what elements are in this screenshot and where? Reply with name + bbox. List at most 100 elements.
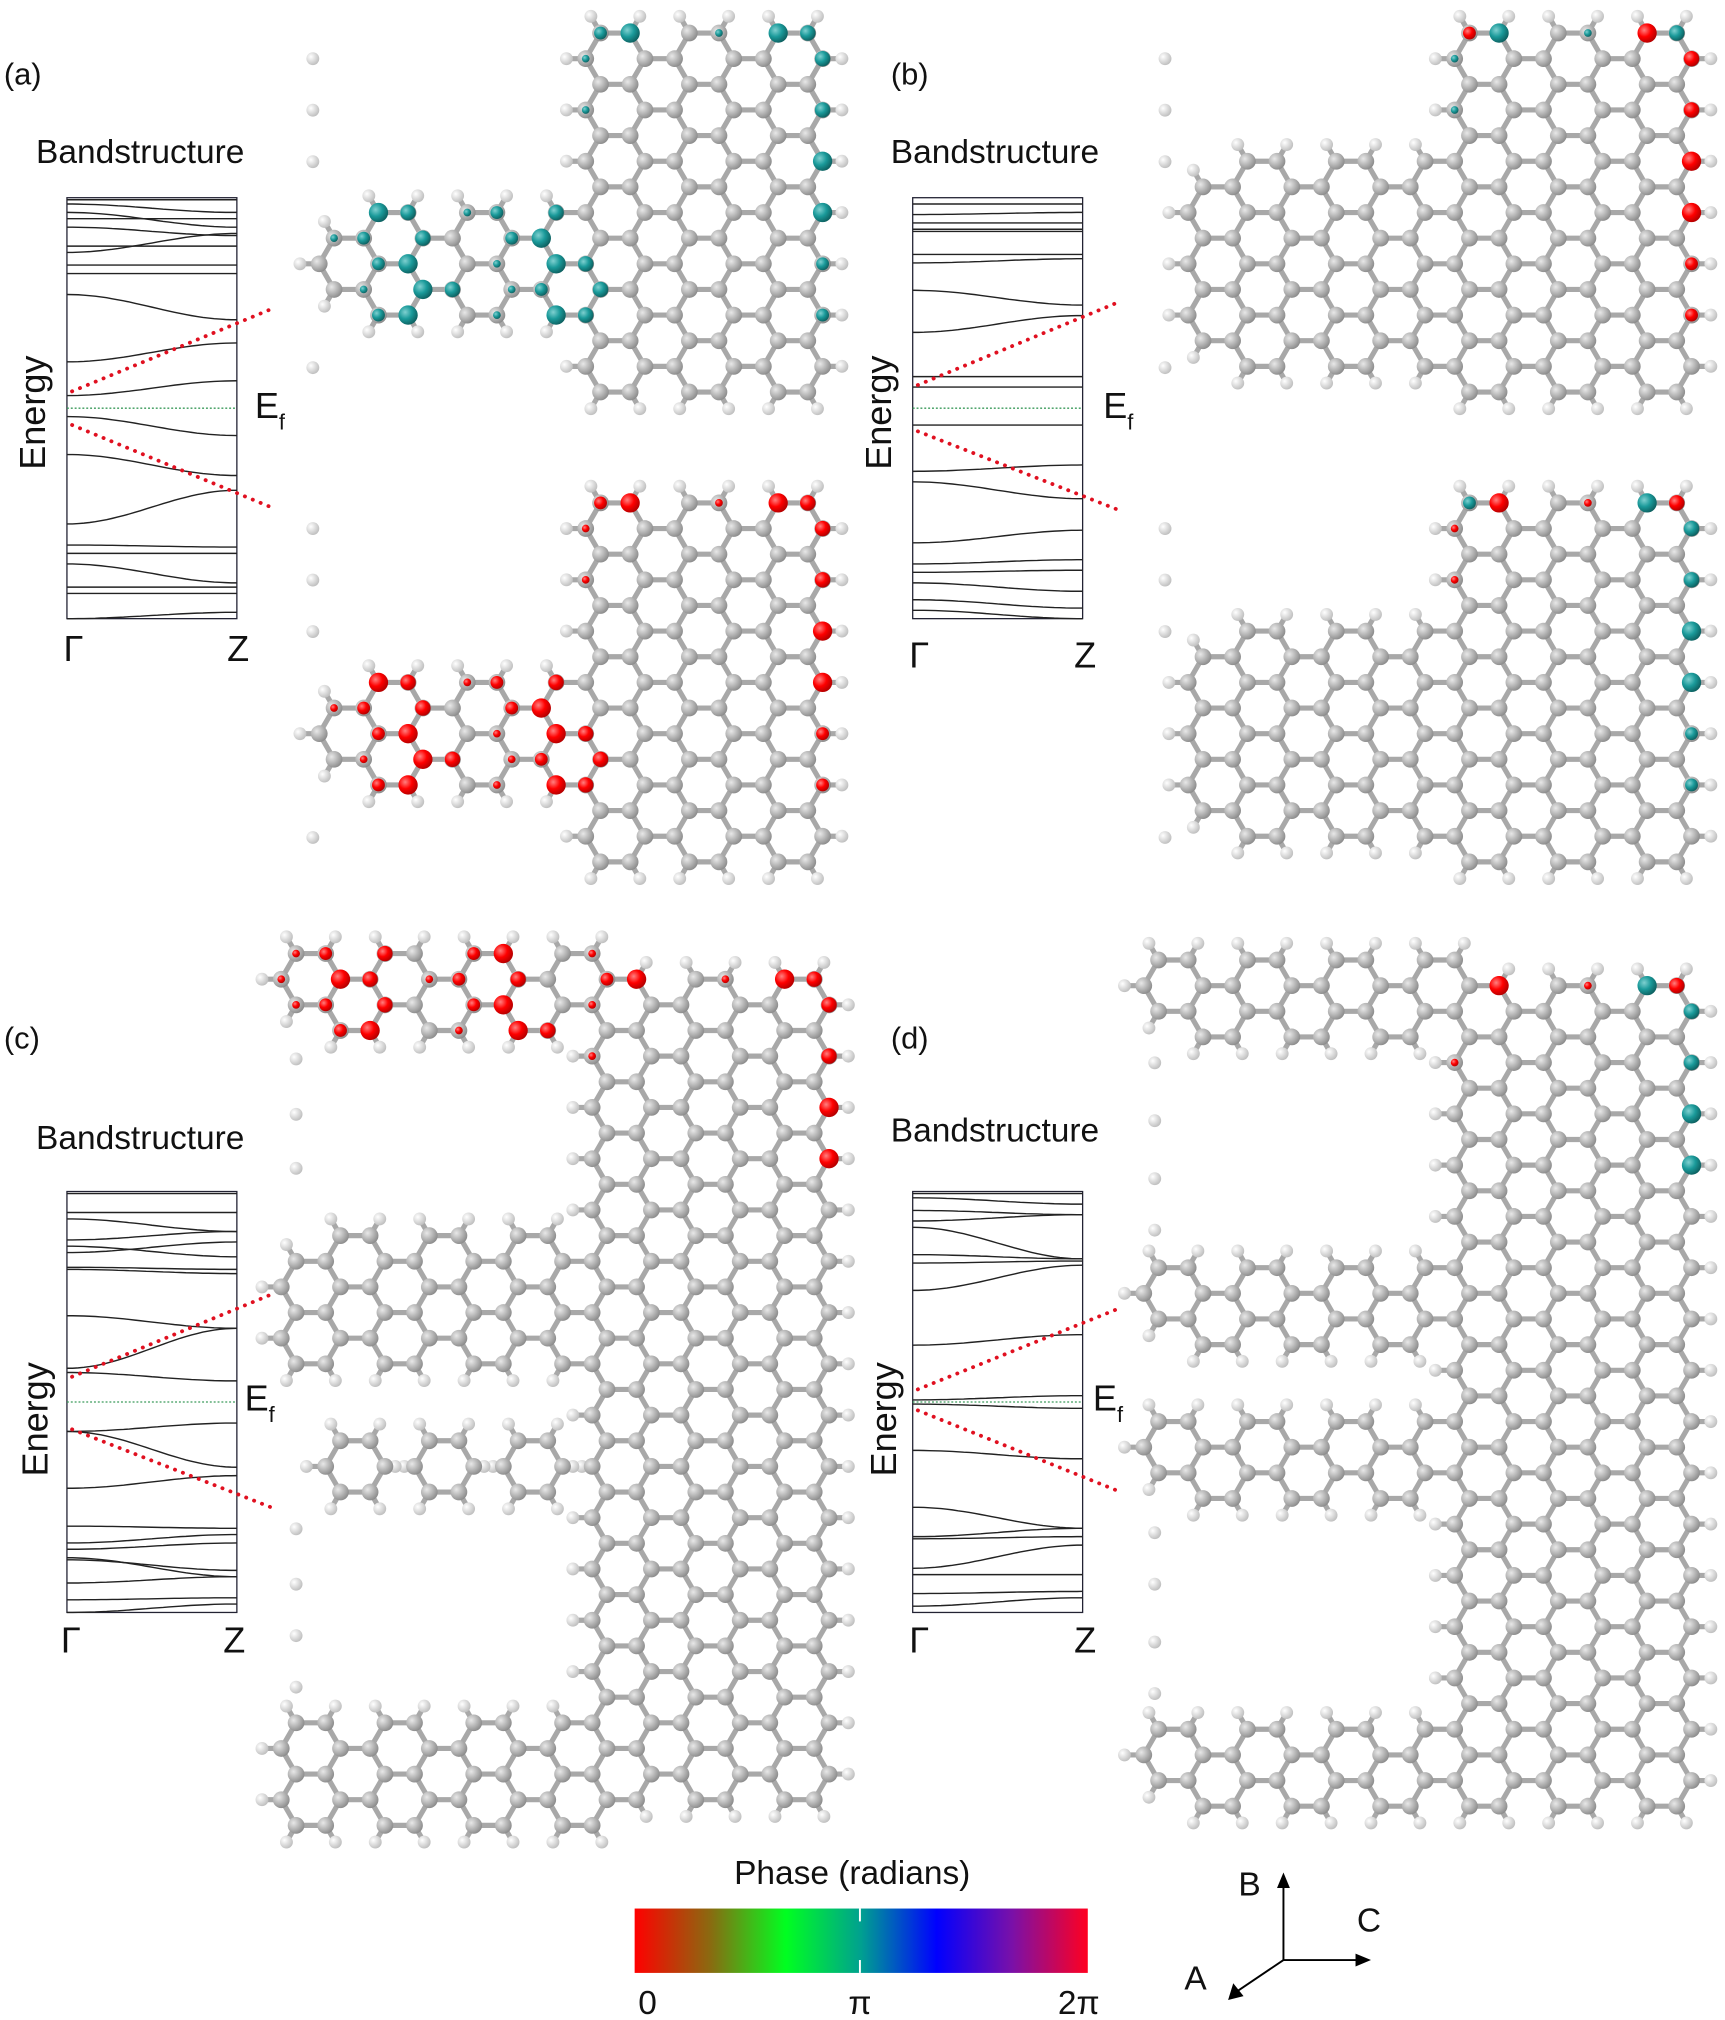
carbon-atom	[725, 674, 743, 691]
hydrogen-atom	[559, 829, 573, 843]
phase-atom-teal	[800, 25, 816, 41]
carbon-atom	[621, 281, 639, 298]
carbon-atom	[717, 1432, 734, 1450]
carbon-atom	[1446, 1413, 1464, 1430]
hydrogen-atom	[457, 930, 471, 944]
carbon-atom	[1505, 725, 1523, 743]
carbon-atom	[628, 1278, 645, 1296]
carbon-atom	[1505, 1567, 1523, 1584]
carbon-atom	[776, 1124, 793, 1142]
carbon-atom	[1446, 725, 1464, 743]
carbon-atom	[1668, 750, 1686, 768]
carbon-atom	[376, 1355, 394, 1373]
carbon-atom	[799, 597, 817, 614]
carbon-atom	[1535, 1054, 1552, 1071]
carbon-atom	[1490, 1387, 1508, 1405]
hydrogen-atom	[413, 1417, 427, 1431]
carbon-atom	[1535, 827, 1552, 845]
carbon-atom	[1505, 622, 1523, 640]
carbon-atom	[1416, 725, 1434, 743]
hydrogen-atom	[306, 103, 320, 117]
hydrogen-atom	[289, 1107, 303, 1121]
hydrogen-atom	[722, 872, 736, 886]
carbon-atom	[820, 1355, 838, 1373]
carbon-atom	[1461, 802, 1478, 819]
carbon-atom	[666, 152, 683, 170]
carbon-atom	[1446, 1618, 1464, 1636]
phase-atom-red	[505, 701, 519, 715]
carbon-atom	[1668, 1131, 1686, 1148]
hydrogen-atom	[1542, 1816, 1556, 1830]
carbon-atom	[539, 1740, 557, 1757]
band-line	[912, 609, 1083, 620]
carbon-atom	[1535, 1259, 1552, 1277]
phase-atom-red	[372, 778, 385, 792]
carbon-atom	[420, 1278, 438, 1296]
k-label-z: Z	[1074, 635, 1096, 676]
dispersion-guide-line	[915, 1408, 1119, 1493]
hydrogen-atom	[1704, 1004, 1718, 1018]
carbon-atom	[1461, 383, 1478, 401]
hydrogen-atom	[1453, 402, 1467, 416]
carbon-atom	[1461, 1079, 1478, 1097]
carbon-atom	[1535, 204, 1552, 221]
carbon-atom	[1505, 827, 1523, 845]
carbon-atom	[598, 1329, 616, 1347]
carbon-atom	[1194, 1028, 1212, 1046]
carbon-atom	[799, 545, 817, 563]
hydrogen-atom	[1408, 1244, 1422, 1258]
carbon-atom	[1401, 1438, 1419, 1456]
phase-atom-red	[531, 698, 551, 718]
hydrogen-atom	[841, 1203, 855, 1217]
carbon-atom	[1638, 648, 1656, 666]
phase-atom-teal	[1637, 975, 1657, 996]
carbon-atom	[1579, 332, 1597, 350]
colorbar-gradient	[634, 1908, 1088, 1973]
carbon-atom	[598, 1483, 616, 1501]
hydrogen-atom	[413, 1502, 427, 1516]
carbon-atom	[799, 699, 817, 717]
hydrogen-atom	[411, 325, 425, 339]
carbon-atom	[1683, 1567, 1700, 1584]
hydrogen-atom	[841, 1613, 855, 1627]
hydrogen-atom	[362, 795, 376, 809]
carbon-atom	[1683, 358, 1700, 375]
carbon-atom	[583, 1509, 601, 1527]
carbon-atom	[1579, 127, 1597, 144]
carbon-atom	[1446, 622, 1464, 640]
carbon-atom	[1505, 1669, 1523, 1687]
carbon-atom	[554, 1252, 571, 1270]
hydrogen-atom	[324, 1212, 338, 1226]
carbon-atom	[820, 1560, 838, 1578]
carbon-atom	[1313, 1438, 1330, 1456]
hydrogen-atom	[1280, 1398, 1294, 1412]
carbon-atom	[1579, 545, 1597, 563]
dispersion-guide-line	[915, 1307, 1119, 1392]
band-line	[912, 582, 1083, 592]
carbon-atom	[776, 1791, 793, 1809]
phase-atom-red	[359, 755, 368, 764]
carbon-atom	[1579, 1592, 1597, 1610]
carbon-atom	[725, 571, 743, 589]
carbon-atom	[1150, 1464, 1167, 1482]
hydrogen-atom	[1148, 1635, 1162, 1649]
carbon-atom	[621, 853, 639, 871]
carbon-atom	[583, 1560, 601, 1578]
carbon-atom	[361, 1432, 379, 1450]
carbon-atom	[666, 101, 683, 119]
phase-atom-red	[721, 975, 730, 984]
carbon-atom	[420, 1329, 438, 1347]
carbon-atom	[776, 1688, 793, 1706]
phase-atom-red	[508, 1020, 528, 1041]
carbon-atom	[577, 358, 595, 375]
carbon-atom	[1638, 1797, 1656, 1815]
carbon-atom	[1623, 827, 1641, 845]
hydrogen-atom	[835, 573, 849, 587]
hydrogen-atom	[679, 956, 693, 969]
carbon-atom	[636, 674, 654, 691]
hydrogen-atom	[566, 1408, 580, 1422]
carbon-atom	[761, 1765, 779, 1783]
carbon-atom	[444, 699, 461, 717]
hydrogen-atom	[1704, 1363, 1718, 1377]
carbon-atom	[717, 1740, 734, 1757]
